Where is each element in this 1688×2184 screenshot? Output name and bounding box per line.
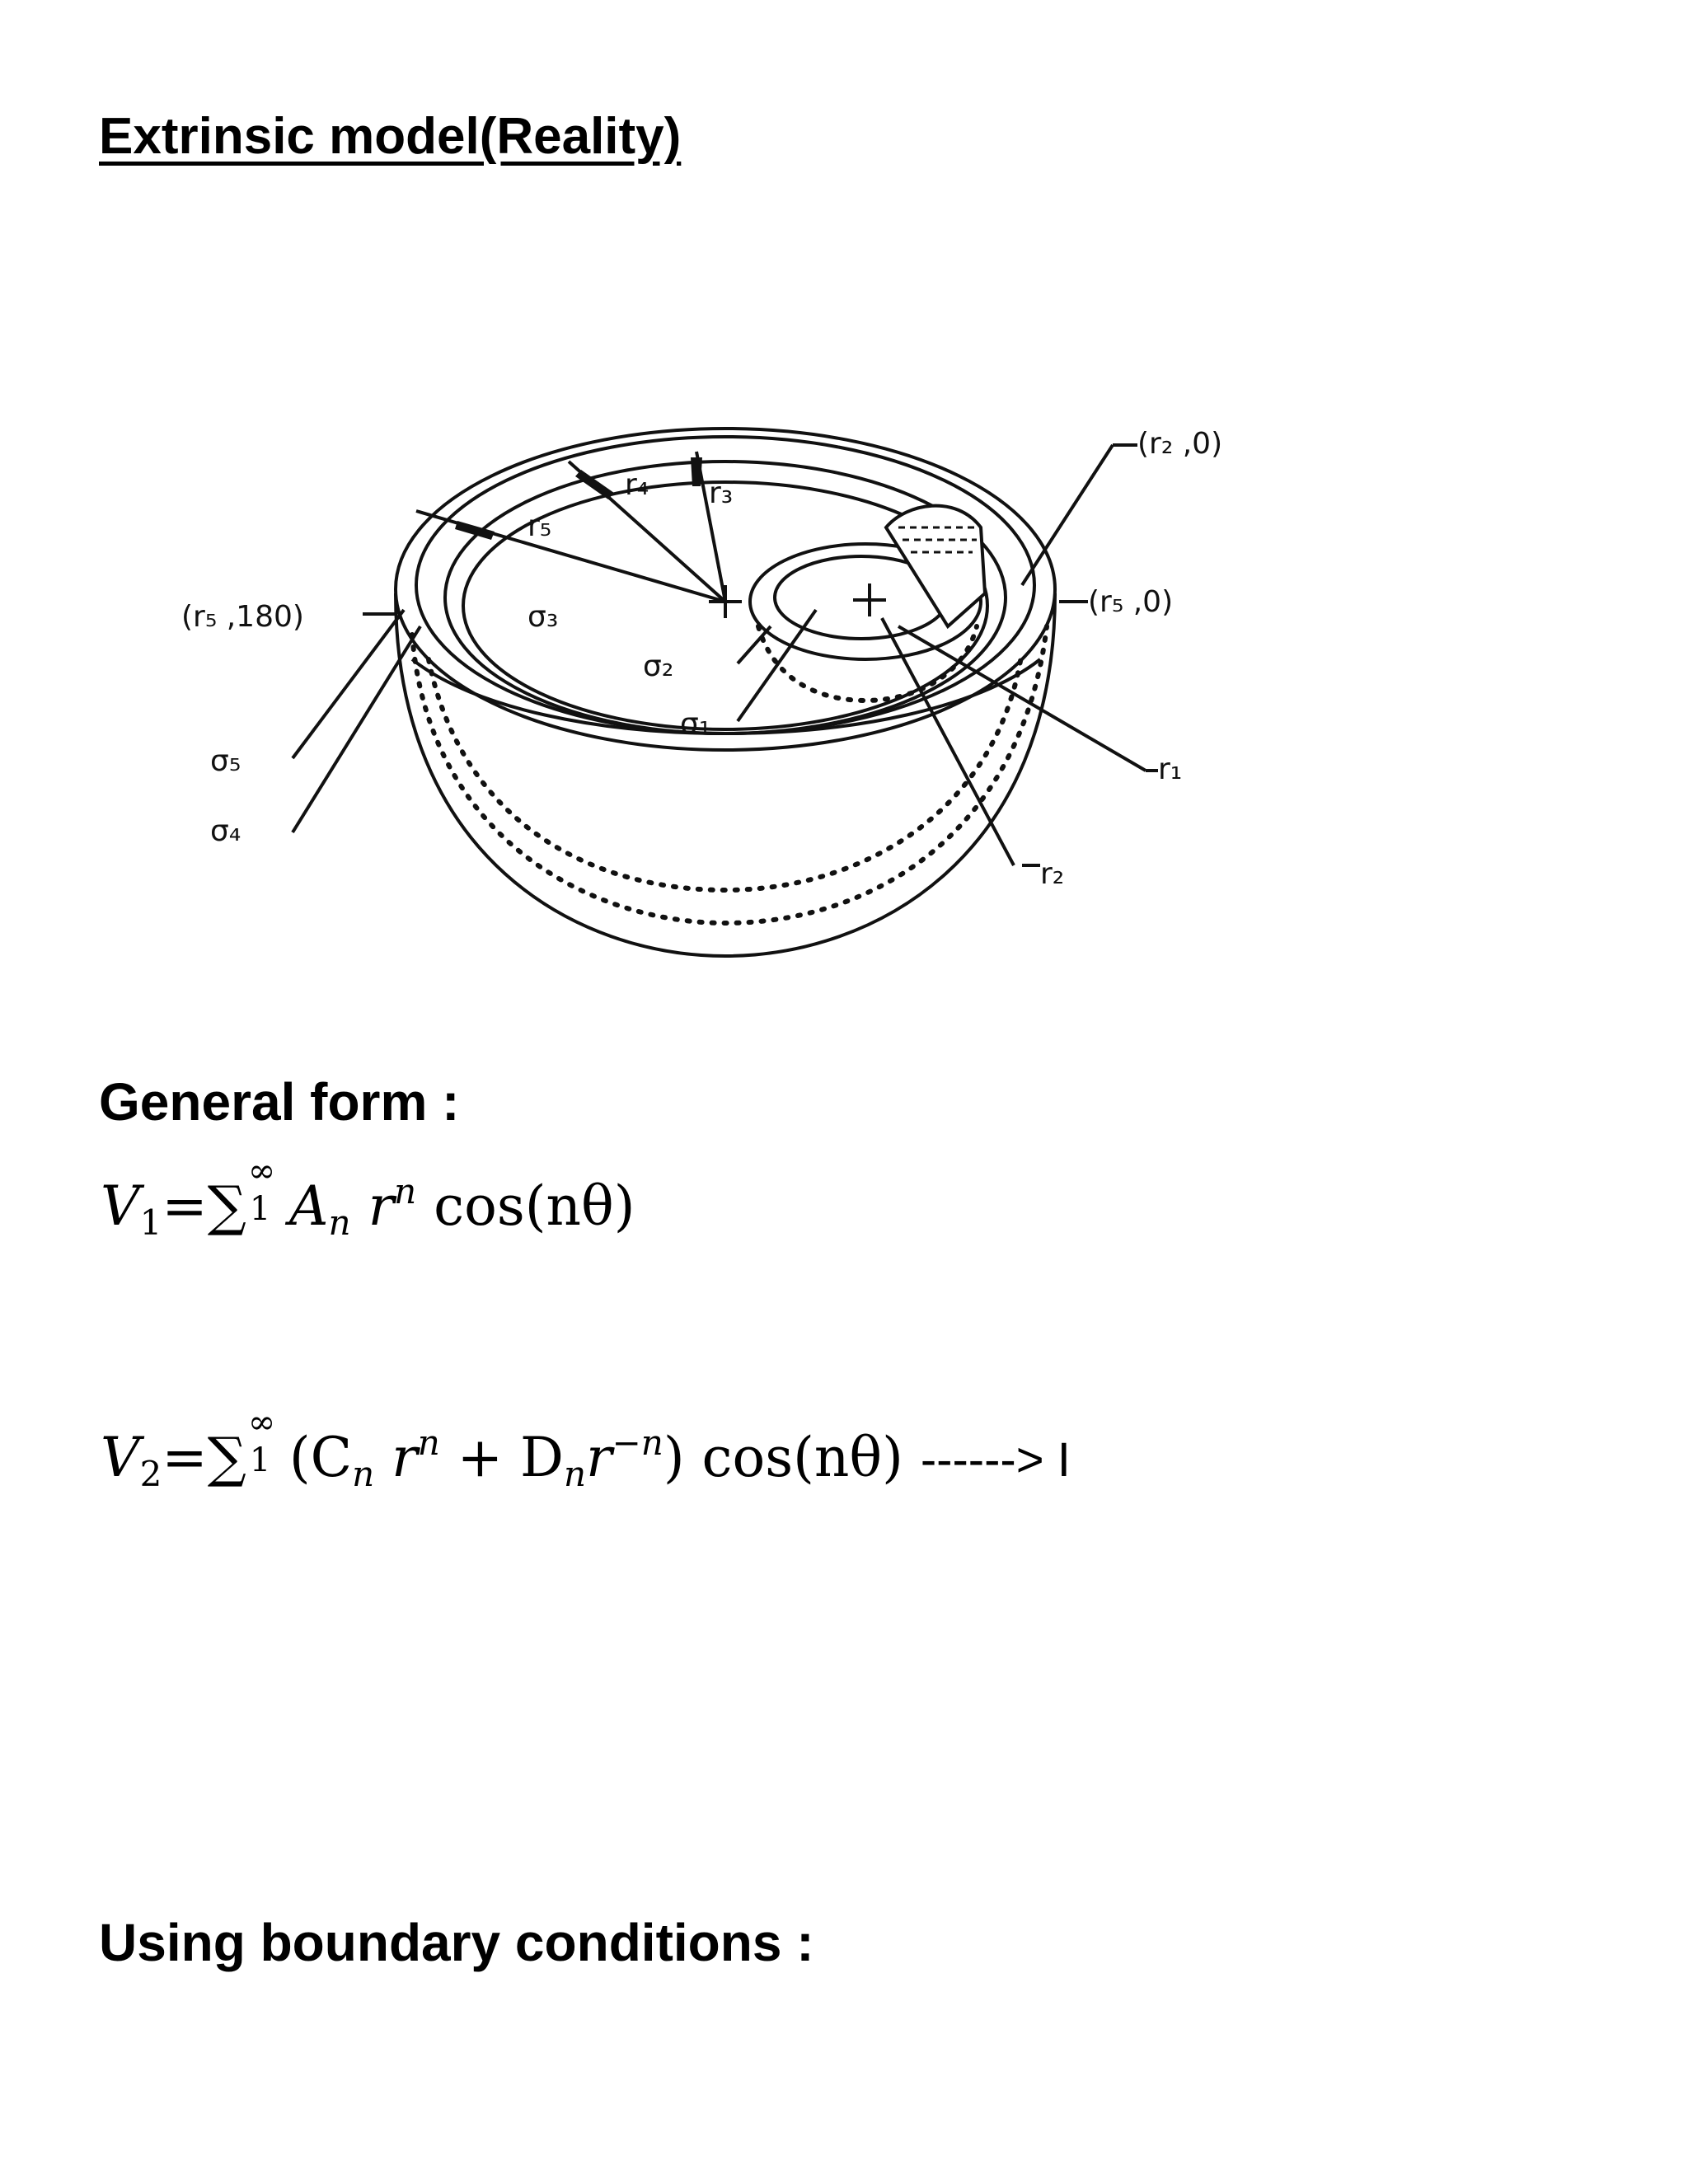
hemisphere-outline bbox=[394, 593, 1057, 958]
rim-bottom-edge bbox=[410, 658, 1042, 735]
label-r5-0: (r₅ ,0) bbox=[1088, 585, 1173, 619]
dotted-core bbox=[756, 624, 979, 704]
equation-v2: V2=∑∞1(Cn rn + Dnr−n) cos(nθ) ------> I bbox=[101, 1404, 1071, 1494]
radius-r1 bbox=[897, 625, 1147, 772]
leader-sigma1 bbox=[736, 608, 818, 723]
label-sigma1: σ₁ bbox=[680, 707, 710, 741]
label-r1: r₁ bbox=[1158, 752, 1182, 786]
label-sigma5: σ₅ bbox=[210, 744, 241, 778]
label-sigma2: σ₂ bbox=[643, 649, 673, 683]
label-r5: r₅ bbox=[528, 509, 551, 543]
label-r2: r₂ bbox=[1040, 857, 1064, 891]
radius-r2 bbox=[880, 617, 1015, 866]
general-form-heading: General form : bbox=[99, 1072, 460, 1132]
label-r2-0: (r₂ ,0) bbox=[1137, 427, 1222, 461]
leader-sigma2 bbox=[736, 625, 772, 665]
outer-rim-ellipse bbox=[394, 427, 1057, 752]
core-outer-ellipse bbox=[748, 542, 982, 661]
label-r5-180: (r₅ ,180) bbox=[181, 600, 304, 634]
inner-rim-ellipse bbox=[462, 480, 989, 731]
label-r3: r₃ bbox=[709, 476, 733, 510]
label-sigma3: σ₃ bbox=[528, 600, 558, 634]
leader-sigma5 bbox=[291, 608, 406, 760]
leader-sigma4 bbox=[291, 625, 422, 834]
hemisphere-model-diagram: (r₂ ,0) (r₅ ,0) (r₅ ,180) r₁ r₂ r₃ r₄ r₅… bbox=[181, 427, 1222, 958]
radius-r3 bbox=[695, 451, 727, 602]
label-sigma4: σ₄ bbox=[210, 814, 241, 848]
boundary-conditions-heading: Using boundary conditions : bbox=[99, 1913, 814, 1972]
page-title: Extrinsic model(Reality) bbox=[99, 108, 682, 165]
dotted-boundary-inner bbox=[426, 649, 1025, 893]
dotted-boundary-outer bbox=[410, 624, 1049, 926]
cut-segment bbox=[884, 504, 987, 630]
label-r4: r₄ bbox=[625, 468, 649, 502]
leader-r2-0 bbox=[1020, 443, 1114, 587]
